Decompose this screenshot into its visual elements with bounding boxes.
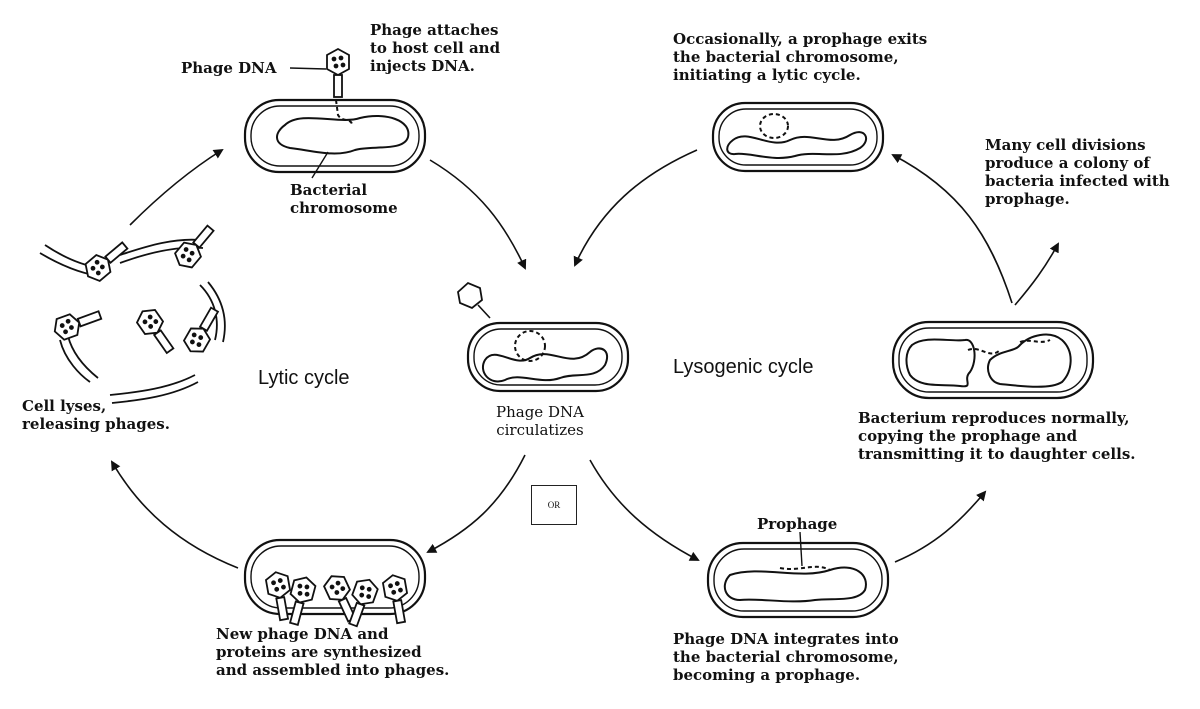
prophage-exit-caption: Occasionally, a prophage exits the bacte… xyxy=(673,30,928,84)
phage-dna-label: Phage DNA xyxy=(181,59,277,77)
cell-lyses-caption: Cell lyses, releasing phages. xyxy=(22,397,170,433)
prophage-cell xyxy=(706,531,890,619)
prophage-label: Prophage xyxy=(757,515,838,533)
assembling-cell xyxy=(243,538,427,616)
circularizes-caption: Phage DNA circulatizes xyxy=(496,403,584,439)
infected-cell-top xyxy=(243,67,427,179)
attach-caption: Phage attaches to host cell and injects … xyxy=(370,21,501,75)
dividing-cell xyxy=(891,320,1095,400)
new-phage-caption: New phage DNA and proteins are synthesiz… xyxy=(216,625,450,679)
or-box: OR xyxy=(531,485,577,525)
cycle-arrows xyxy=(110,148,1059,569)
lysogenic-cycle-title: Lysogenic cycle xyxy=(673,356,814,378)
integrates-caption: Phage DNA integrates into the bacterial … xyxy=(673,630,899,684)
lysed-cell xyxy=(39,238,226,404)
bacterial-chromosome-label: Bacterial chromosome xyxy=(290,181,398,217)
colony-caption: Many cell divisions produce a colony of … xyxy=(985,136,1170,208)
reproduces-caption: Bacterium reproduces normally, copying t… xyxy=(858,409,1136,463)
lytic-cycle-title: Lytic cycle xyxy=(258,367,350,389)
prophage-exit-cell xyxy=(711,101,885,173)
circularizes-cell xyxy=(457,281,630,393)
